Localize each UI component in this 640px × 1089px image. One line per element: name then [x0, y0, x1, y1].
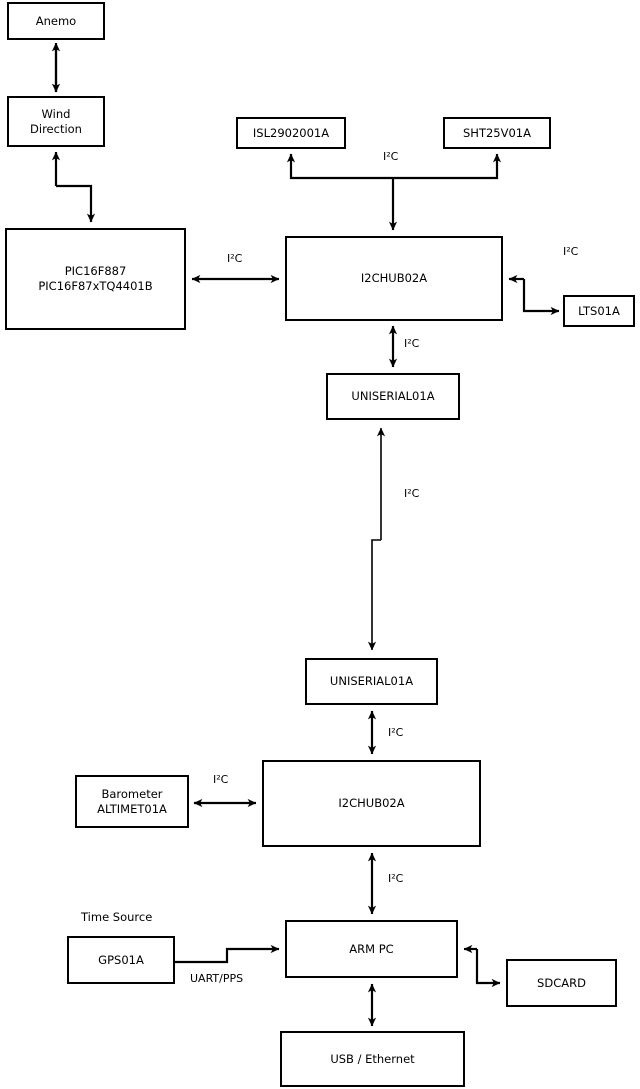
- node-i2chub-bottom[interactable]: I2CHUB02A: [262, 760, 481, 847]
- connector-armpc-sdcard: [463, 944, 501, 988]
- wire-label-i2c-hub-sensors: I²C: [383, 150, 399, 163]
- node-arm-pc[interactable]: ARM PC: [285, 920, 458, 978]
- node-anemo-label: Anemo: [35, 13, 77, 28]
- node-pic-mcu-label: PIC16F887 PIC16F87xTQ4401B: [38, 264, 153, 293]
- node-uniserial-bottom-label: UNISERIAL01A: [329, 674, 414, 688]
- wire-label-i2c-uniserial-bottom-hub: I²C: [388, 726, 404, 739]
- connector-wind-pic: [51, 151, 96, 223]
- node-usb-ethernet-label: USB / Ethernet: [330, 1051, 415, 1066]
- connector-gps-armpc: [175, 944, 280, 964]
- wire-label-i2c-hub-armpc: I²C: [388, 872, 404, 885]
- wire-label-i2c-hub-uniserial-top: I²C: [404, 337, 420, 350]
- node-uniserial-bottom[interactable]: UNISERIAL01A: [305, 658, 438, 705]
- node-i2chub-top-label: I2CHUB02A: [360, 271, 428, 285]
- connector-i2chub-sensors: [286, 153, 502, 231]
- node-sht-sensor[interactable]: SHT25V01A: [443, 117, 551, 149]
- node-gps-label: GPS01A: [98, 952, 144, 967]
- node-uniserial-top-label: UNISERIAL01A: [351, 389, 435, 403]
- connector-uniserial-link: [367, 427, 386, 651]
- node-usb-ethernet[interactable]: USB / Ethernet: [280, 1031, 465, 1087]
- node-lts-sensor-label: LTS01A: [578, 303, 620, 318]
- node-arm-pc-label: ARM PC: [349, 941, 394, 956]
- wire-label-i2c-uniserial-link: I²C: [404, 487, 420, 500]
- node-gps[interactable]: GPS01A: [67, 936, 175, 984]
- node-isl-sensor-label: ISL2902001A: [252, 125, 330, 140]
- wire-label-i2c-pic-hub: I²C: [227, 252, 243, 265]
- node-lts-sensor[interactable]: LTS01A: [563, 295, 635, 327]
- node-sdcard-label: SDCARD: [537, 975, 586, 990]
- node-uniserial-top[interactable]: UNISERIAL01A: [326, 373, 460, 420]
- wire-label-i2c-barometer-hub: I²C: [213, 773, 229, 786]
- node-sht-sensor-label: SHT25V01A: [463, 125, 531, 140]
- node-anemo[interactable]: Anemo: [7, 2, 105, 40]
- node-wind-direction[interactable]: Wind Direction: [7, 96, 105, 147]
- wire-label-i2c-hub-lts: I²C: [563, 245, 579, 258]
- node-pic-mcu[interactable]: PIC16F887 PIC16F87xTQ4401B: [5, 228, 186, 330]
- node-barometer[interactable]: Barometer ALTIMET01A: [75, 775, 189, 828]
- caption-time-source: Time Source: [81, 910, 153, 924]
- node-wind-direction-label: Wind Direction: [30, 106, 82, 136]
- node-i2chub-top[interactable]: I2CHUB02A: [285, 236, 503, 321]
- node-isl-sensor[interactable]: ISL2902001A: [236, 117, 346, 149]
- node-i2chub-bottom-label: I2CHUB02A: [338, 796, 405, 810]
- wire-label-uart-pps: UART/PPS: [190, 972, 244, 985]
- connector-i2chub-lts: [508, 274, 560, 316]
- node-barometer-label: Barometer ALTIMET01A: [97, 786, 167, 816]
- node-sdcard[interactable]: SDCARD: [506, 959, 617, 1007]
